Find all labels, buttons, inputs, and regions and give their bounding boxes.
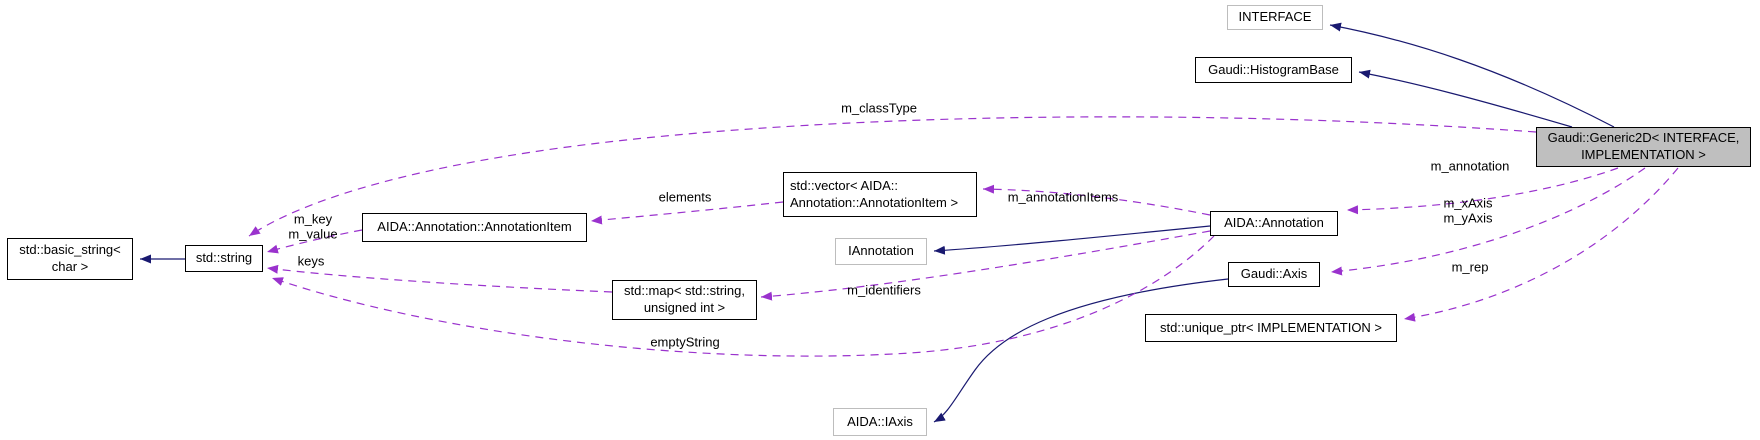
edge-m-annotation xyxy=(1346,167,1619,215)
class-node-std-string[interactable]: std::string xyxy=(185,245,263,272)
class-node-aida-annotation-annotationitem[interactable]: AIDA::Annotation::AnnotationItem xyxy=(362,213,587,242)
class-node-gaudi-generic2d: Gaudi::Generic2D< INTERFACE, IMPLEMENTAT… xyxy=(1536,127,1751,167)
class-node-gaudi-histogrambase[interactable]: Gaudi::HistogramBase xyxy=(1195,57,1352,83)
edge-emptystring xyxy=(271,235,1215,357)
class-node-aida-annotation[interactable]: AIDA::Annotation xyxy=(1210,211,1338,236)
edge-keys xyxy=(266,264,613,293)
edge-generic2d-to-histogrambase xyxy=(1358,69,1573,128)
edge-annotation-to-iannotation xyxy=(933,225,1211,255)
edge-m-annotationitems xyxy=(982,184,1211,216)
class-node-std-vector-annotationitem[interactable]: std::vector< AIDA:: Annotation::Annotati… xyxy=(783,172,977,217)
edge-m-rep xyxy=(1403,167,1679,322)
class-node-aida-iaxis: AIDA::IAxis xyxy=(833,408,927,436)
edge-m-key-m-value xyxy=(266,229,363,254)
edge-generic2d-to-interface xyxy=(1329,22,1615,128)
class-node-gaudi-axis[interactable]: Gaudi::Axis xyxy=(1228,262,1320,287)
class-node-std-unique-ptr[interactable]: std::unique_ptr< IMPLEMENTATION > xyxy=(1145,314,1397,342)
class-node-iannotation: IAnnotation xyxy=(835,238,927,265)
class-node-std-basic-string[interactable]: std::basic_string< char > xyxy=(7,238,133,280)
edge-elements xyxy=(590,201,784,225)
edge-axis-to-iaxis xyxy=(933,278,1229,423)
class-node-std-map[interactable]: std::map< std::string, unsigned int > xyxy=(612,280,757,320)
class-node-interface: INTERFACE xyxy=(1227,5,1323,30)
edge-m-xaxis-m-yaxis xyxy=(1330,167,1646,276)
edge-m-identifiers xyxy=(760,230,1211,301)
